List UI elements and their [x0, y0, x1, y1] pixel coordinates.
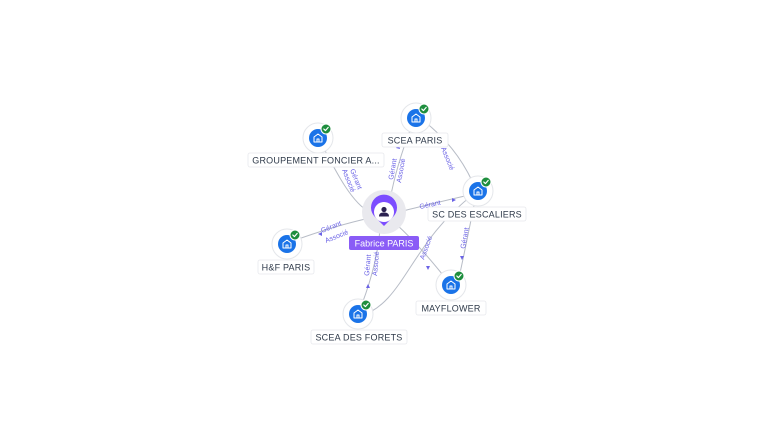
building-icon [309, 129, 327, 147]
arrow-mayflower [426, 266, 430, 270]
building-glyph [446, 280, 456, 290]
person-label-box [349, 236, 419, 250]
verified-check-icon [289, 229, 301, 241]
arrow-scea-forets [366, 284, 370, 288]
node-hf-paris[interactable]: H&F PARIS [257, 228, 315, 275]
verified-check-icon [360, 299, 372, 311]
check-glyph [483, 179, 489, 185]
edge-label-scea-paris-gerant: Gérant [388, 158, 399, 180]
node-label-box [415, 300, 487, 316]
check-glyph [421, 106, 427, 112]
verified-check-icon [418, 103, 430, 115]
building-glyph [313, 133, 323, 143]
node-scea-paris[interactable]: SCEA PARIS [381, 102, 449, 148]
verified-check-icon [320, 123, 332, 135]
edge-label-forets-associe: Associé [372, 251, 381, 276]
person-label: Fabrice PARIS [355, 239, 414, 249]
node-mayflower[interactable]: MAYFLOWER [415, 269, 487, 316]
edge-label-escaliers-gerant: Gérant [419, 200, 441, 211]
node-label: H&F PARIS [262, 263, 311, 273]
edge-label-mayflower-associe: Associé [419, 235, 434, 261]
node-label-box [257, 259, 315, 275]
arrow-escaliers-mayflower [460, 256, 464, 260]
building-icon [278, 235, 296, 253]
node-scea-des-forets[interactable]: SCEA DES FORETS [310, 298, 408, 345]
user-icon [379, 206, 389, 217]
arrow-scea-paris-escaliers [452, 198, 456, 202]
node-label-box [310, 329, 408, 345]
building-icon [349, 305, 367, 323]
building-icon [442, 276, 460, 294]
node-groupement-foncier[interactable]: GROUPEMENT FONCIER A... [247, 122, 385, 168]
building-icon [407, 109, 425, 127]
node-sc-des-escaliers[interactable]: SC DES ESCALIERS [427, 175, 527, 222]
check-glyph [456, 273, 462, 279]
verified-check-icon [453, 270, 465, 282]
node-label-box [427, 206, 527, 222]
verified-check-icon [480, 176, 492, 188]
check-glyph [292, 232, 298, 238]
node-label: SCEA PARIS [388, 136, 443, 146]
building-glyph [473, 186, 483, 196]
arrow-hf-paris [318, 232, 322, 236]
node-label: MAYFLOWER [421, 304, 480, 314]
building-glyph [411, 113, 421, 123]
check-glyph [363, 302, 369, 308]
node-label: GROUPEMENT FONCIER A... [252, 156, 379, 166]
edge-label-escaliers-mayflower: Gérant [460, 227, 471, 249]
node-person-fabrice-paris[interactable]: Fabrice PARIS [349, 190, 419, 250]
building-icon [469, 182, 487, 200]
node-label: SC DES ESCALIERS [432, 210, 522, 220]
node-label-box [247, 152, 385, 168]
edge-label-scea-paris-associe: Associé [396, 158, 407, 183]
building-glyph [353, 309, 363, 319]
node-label-box [381, 132, 449, 148]
building-glyph [282, 239, 292, 249]
check-glyph [323, 126, 329, 132]
node-label: SCEA DES FORETS [315, 333, 402, 343]
edge-label-forets-gerant: Gérant [364, 254, 373, 276]
